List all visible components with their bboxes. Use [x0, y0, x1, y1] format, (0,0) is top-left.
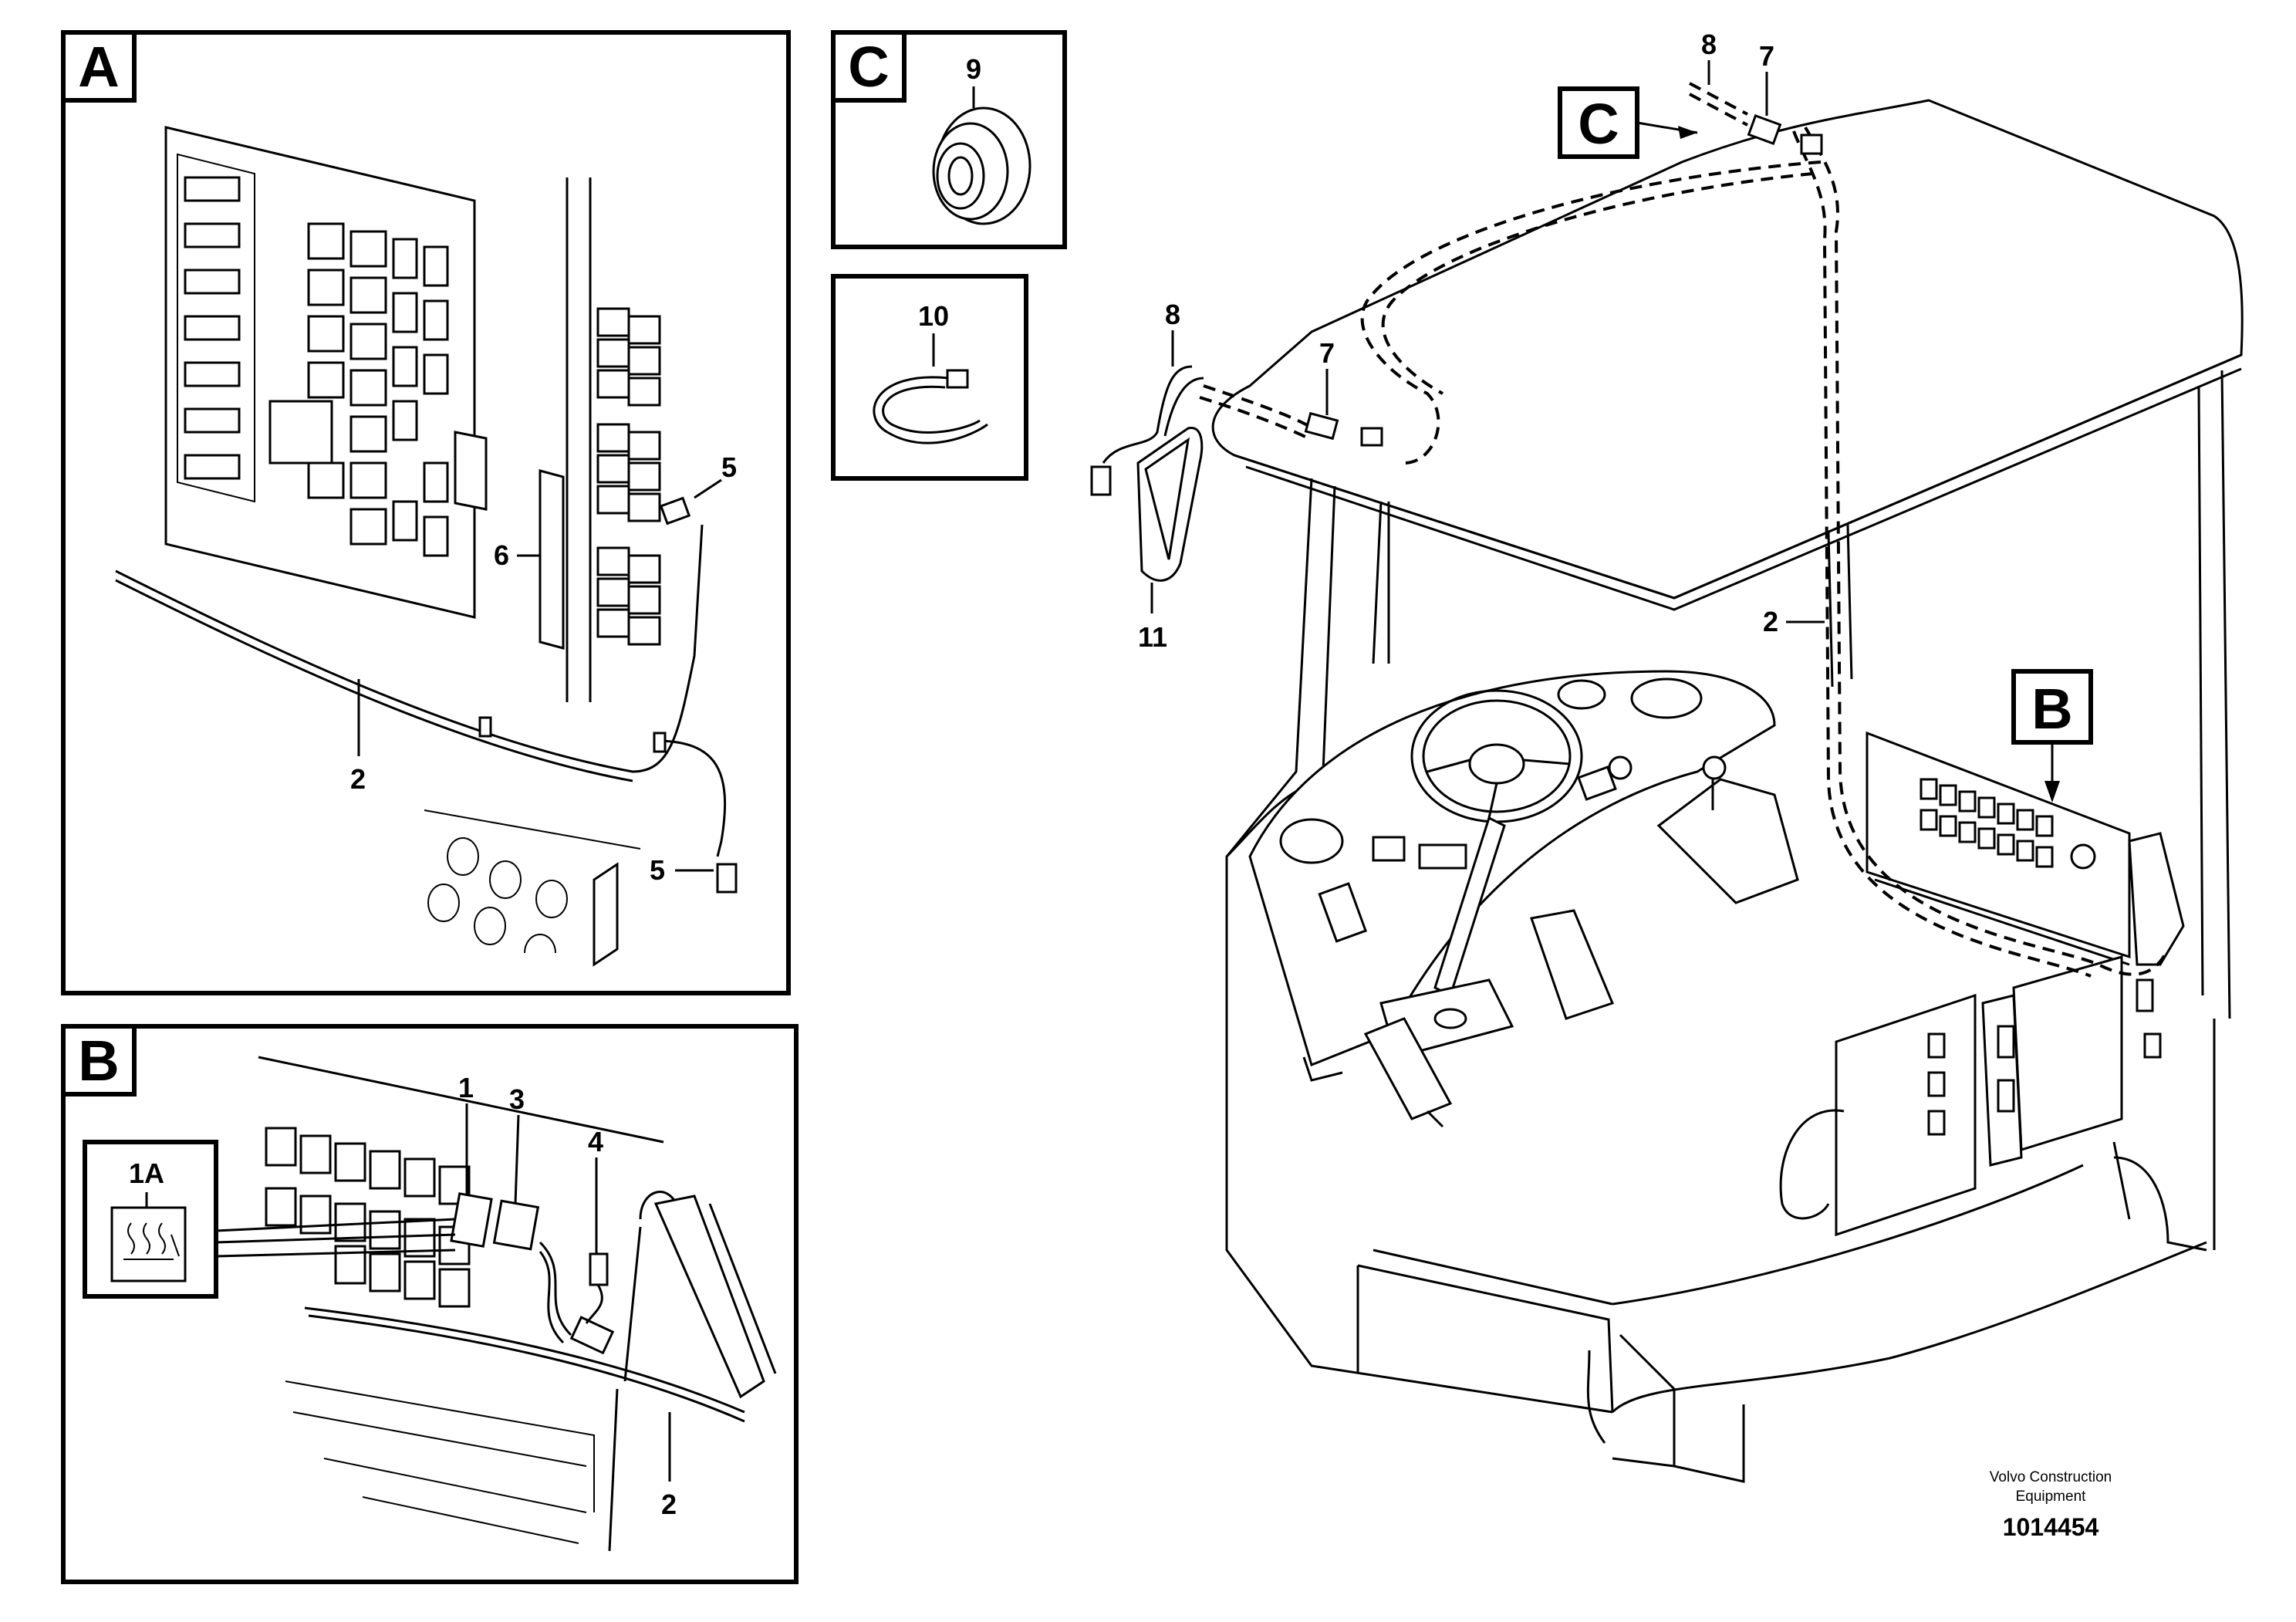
inset-1a-label: 1A: [129, 1157, 164, 1189]
board-connectors: [184, 176, 241, 480]
connector-4: [589, 1252, 609, 1286]
cab-frame: [1225, 478, 1613, 1414]
cab-tag-c: C: [1578, 92, 1619, 156]
detail-panel-cable-tie: 10: [831, 274, 1028, 481]
rail-relay-group-lower: [596, 546, 661, 646]
callout-top-8: 8: [1701, 29, 1717, 60]
lever-console: [1656, 778, 1799, 904]
footer-block: Volvo Construction Equipment 1014454: [1990, 1469, 2112, 1541]
detail-panel-a: A: [61, 30, 791, 995]
cab-dashboard: [1248, 670, 1776, 1067]
cab-tag-b: B: [2031, 677, 2072, 741]
panel-b-tag: B: [78, 1029, 119, 1093]
callout-a-5-bottom: 5: [650, 854, 665, 886]
callout-a-5-top: 5: [721, 451, 737, 483]
mirror: [1090, 365, 1204, 582]
callout-top-7: 7: [1759, 40, 1774, 72]
connector-bottom: [716, 863, 738, 894]
callout-mirror-11: 11: [1138, 621, 1167, 653]
connector-top: [659, 496, 691, 525]
harness-routing: [1804, 127, 2169, 976]
callout-b-1: 1: [458, 1072, 474, 1103]
rail-relay-group-middle: [596, 423, 661, 522]
board-relays: [268, 222, 387, 546]
cable-tie-part: [873, 369, 988, 444]
board-fuses: [392, 238, 449, 557]
harness-cable-a: [115, 524, 704, 773]
callout-left-7: 7: [1319, 337, 1335, 369]
panel-c-tag: C: [848, 35, 889, 99]
panel-a-tag: A: [78, 35, 119, 99]
grommet-part: [932, 106, 1032, 225]
callout-10: 10: [918, 300, 949, 332]
callout-c-9: 9: [966, 53, 981, 85]
callout-left-8: 8: [1165, 299, 1180, 330]
company-name-line1: Volvo Construction: [1990, 1469, 2112, 1485]
drawing-number: 1014454: [2003, 1513, 2099, 1541]
callout-a-6: 6: [494, 539, 509, 571]
detail-panel-b: B: [61, 1024, 799, 1584]
rocker-switch-1: [450, 1192, 493, 1248]
circuit-board: [164, 126, 488, 619]
cab-switch-panel: [1866, 731, 2185, 966]
callout-harness-2: 2: [1763, 606, 1778, 637]
rail-relay-group-upper: [596, 307, 661, 407]
callout-a-2: 2: [350, 763, 366, 795]
cab-roof: [1211, 99, 2244, 600]
roof-connector-7-left: [1304, 411, 1339, 441]
pedal-left: [1363, 1017, 1453, 1120]
switch-connector-3: [492, 1199, 540, 1251]
console-holes: [424, 809, 641, 967]
detail-panel-c-grommet: C 9: [831, 30, 1067, 249]
electrical-boards: [1779, 955, 2162, 1237]
callout-b-3: 3: [509, 1083, 525, 1115]
company-name-line2: Equipment: [2016, 1489, 2087, 1505]
pedal-right: [1530, 909, 1615, 1020]
relay-rail: [539, 177, 661, 702]
cab-illustration: C B 8 7 8 7 11 2: [1090, 29, 2244, 1483]
terminal-strip: [539, 469, 565, 650]
inset-1a: 1A: [83, 1140, 456, 1299]
callout-b-2: 2: [661, 1489, 677, 1520]
callout-b-4: 4: [588, 1126, 603, 1157]
switch-panel: [265, 1127, 471, 1308]
roof-connector-7-top: [1747, 114, 1782, 145]
